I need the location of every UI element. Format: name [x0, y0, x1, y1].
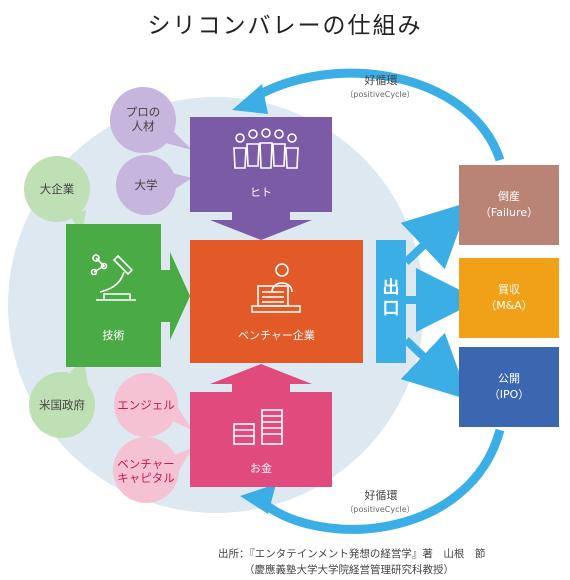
- bubble-daigaku-label: 大学: [134, 178, 158, 192]
- cycle-arrow-bottom: [259, 428, 505, 534]
- money-stack-icon: [233, 409, 283, 445]
- okane-box: [190, 392, 332, 487]
- source-line-2: （慶應義塾大学大学院経営管理研究科教授）: [244, 564, 454, 576]
- cycle-arrow-top: [247, 68, 505, 162]
- cycle-bottom-sub: （positiveCycle）: [345, 505, 415, 514]
- hito-label: ヒト: [250, 186, 272, 199]
- cycle-arrow-bottom-head: [240, 484, 276, 514]
- hito-arrow: [210, 212, 312, 240]
- bubble-beikoku-label: 米国政府: [39, 398, 85, 412]
- bubble-angel-label: エンジェル: [117, 398, 175, 412]
- bubble-angel: [114, 373, 192, 437]
- ipo-label: 公開 （IPO）: [488, 372, 530, 401]
- baishu-box: [459, 258, 559, 338]
- page-title: シリコンバレーの仕組み: [147, 13, 423, 39]
- gijutsu-label: 技術: [102, 329, 125, 342]
- tousan-label: 倒産 （Failure）: [479, 190, 539, 219]
- bubble-daikigyo-label: 大企業: [39, 182, 75, 196]
- bubble-vc: [113, 437, 192, 503]
- cycle-bottom-label: 好循環: [364, 489, 398, 502]
- exit-vertical-label: 出口: [382, 278, 400, 319]
- bubble-pro-jinzai: [110, 87, 192, 153]
- venture-label: ベンチャー企業: [238, 329, 315, 342]
- bubble-vc-label: ベンチャー キャピタル: [117, 457, 175, 485]
- cycle-top-label: 好循環: [364, 74, 398, 87]
- microscope-icon: [90, 254, 136, 301]
- okane-arrow: [210, 364, 312, 392]
- cycle-top-sub: （positiveCycle）: [345, 90, 415, 99]
- exit-arrow-tousan: [400, 201, 470, 270]
- source-line-1: 出所：『エンタテインメント発想の経営学』著 山根 節: [218, 548, 486, 560]
- ipo-box: [459, 347, 559, 427]
- exit-arrow-ipo: [400, 332, 470, 401]
- gijutsu-arrow: [161, 252, 190, 340]
- cycle-arrow-top-head: [232, 84, 268, 114]
- office-worker-icon: [251, 263, 301, 313]
- okane-label: お金: [250, 462, 272, 475]
- baishu-label: 買収 （M&A）: [485, 283, 533, 312]
- bubble-daigaku: [116, 155, 192, 215]
- people-icon: [233, 128, 299, 169]
- gijutsu-box: [66, 224, 161, 367]
- bubble-pro-jinzai-label: プロの 人材: [125, 105, 161, 133]
- tousan-box: [459, 165, 559, 245]
